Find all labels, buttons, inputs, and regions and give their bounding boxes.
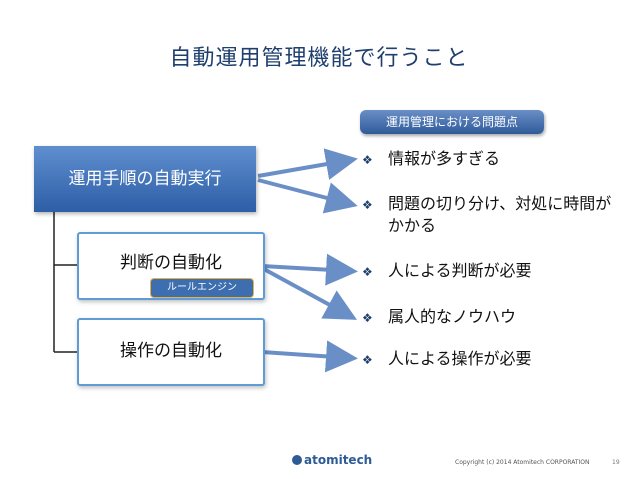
company-logo: atomitech — [292, 453, 372, 467]
diamond-bullet-icon: ❖ — [362, 153, 373, 167]
issue-item: ❖ 情報が多すぎる — [362, 148, 500, 171]
issue-item: ❖ 問題の切り分け、対処に時間がかかる — [362, 193, 618, 237]
arrow-judge-2 — [261, 266, 358, 320]
diamond-bullet-icon: ❖ — [362, 311, 373, 325]
diamond-bullet-icon: ❖ — [362, 198, 373, 212]
diamond-bullet-icon: ❖ — [362, 265, 373, 279]
arrow-main-2 — [257, 178, 358, 214]
arrow-operate-1 — [261, 340, 358, 373]
issue-item: ❖ 人による操作が必要 — [362, 348, 532, 371]
issue-text: 人による判断が必要 — [388, 261, 532, 280]
page-number: 19 — [612, 459, 620, 466]
page-title: 自動運用管理機能で行うこと — [169, 46, 469, 71]
logo-mark-icon — [292, 455, 302, 465]
arrow-judge-1 — [261, 253, 358, 286]
operation-automation-box: 操作の自動化 — [77, 318, 265, 386]
tree-line — [53, 212, 77, 353]
auto-exec-box: 運用手順の自動実行 — [34, 146, 256, 212]
logo-text: atomitech — [304, 453, 373, 467]
problems-badge: 運用管理における問題点 — [360, 110, 544, 134]
diamond-bullet-icon: ❖ — [362, 353, 373, 367]
rule-engine-tag: ルールエンジン — [150, 278, 254, 298]
issue-text: 情報が多すぎる — [388, 149, 501, 168]
issue-text: 人による操作が必要 — [388, 349, 532, 368]
issue-text: 問題の切り分け、対処に時間がかかる — [388, 194, 612, 235]
issue-text: 属人的なノウハウ — [388, 307, 517, 326]
copyright-text: Copyright (c) 2014 Atomitech CORPORATION — [455, 459, 590, 466]
issue-item: ❖ 属人的なノウハウ — [362, 306, 516, 329]
issue-item: ❖ 人による判断が必要 — [362, 260, 532, 283]
arrow-main-1 — [257, 148, 358, 180]
